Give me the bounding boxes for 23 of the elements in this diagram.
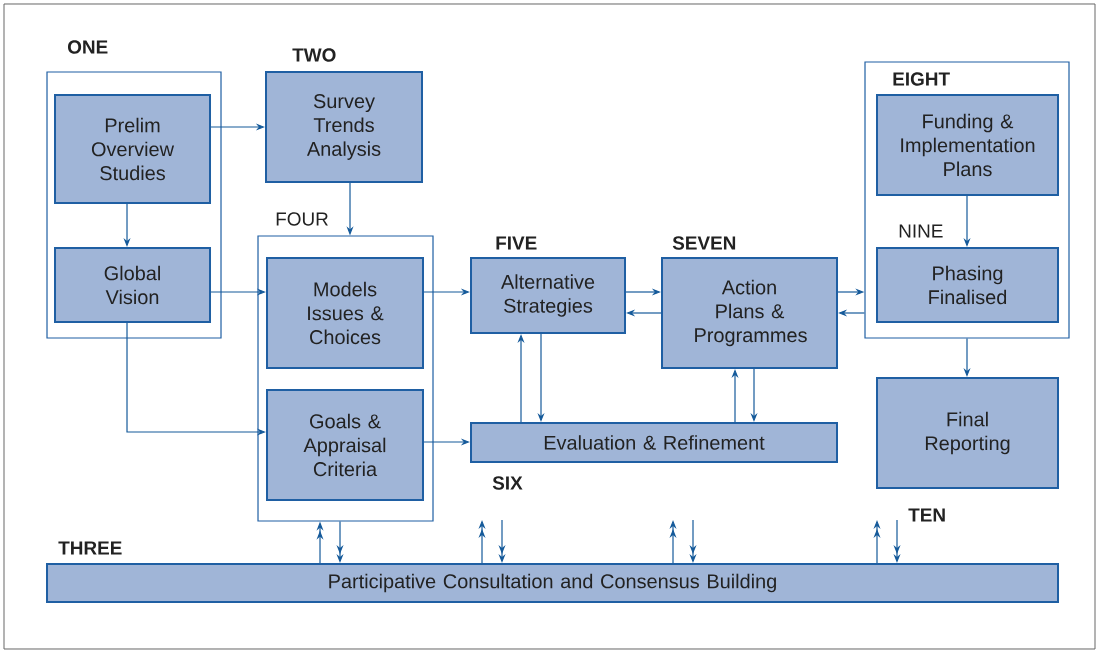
process-box: Models Issues & Choices [266, 257, 424, 369]
process-box: Phasing Finalised [876, 247, 1059, 323]
process-box: Global Vision [54, 247, 211, 323]
process-box: Funding & Implementation Plans [876, 94, 1059, 196]
process-box: Alternative Strategies [470, 257, 626, 334]
step-heading: FOUR [276, 212, 328, 226]
step-heading: EIGHT [893, 72, 950, 86]
step-heading: TWO [292, 48, 336, 62]
step-heading: ONE [68, 40, 108, 54]
process-box: Evaluation & Refinement [470, 422, 838, 463]
step-heading: TEN [908, 508, 945, 522]
process-box: Survey Trends Analysis [265, 71, 423, 183]
step-heading: FIVE [496, 236, 537, 250]
step-heading: SEVEN [672, 236, 736, 250]
process-box: Prelim Overview Studies [54, 94, 211, 204]
process-box: Final Reporting [876, 377, 1059, 489]
process-box: Action Plans & Programmes [661, 257, 838, 369]
process-box: Goals & Appraisal Criteria [266, 389, 424, 501]
step-heading: NINE [899, 224, 943, 238]
step-heading: THREE [58, 541, 122, 555]
band-box: Participative Consultation and Consensus Building [46, 563, 1059, 603]
group-frame [864, 61, 1070, 339]
step-heading: SIX [492, 476, 523, 490]
